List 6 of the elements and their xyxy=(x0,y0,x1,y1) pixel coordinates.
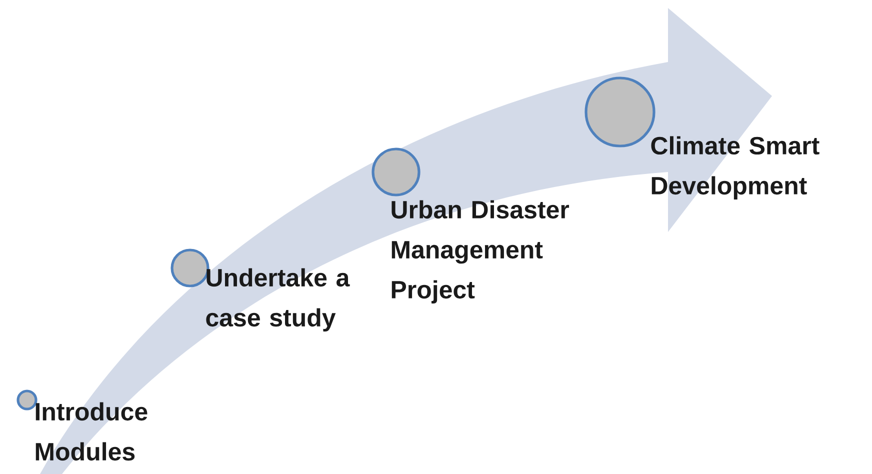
step-label: Undertake a case study xyxy=(206,268,350,332)
step-circle xyxy=(16,390,38,410)
step-label: Introduce Modules xyxy=(36,402,148,461)
step-label: Urban Disaster Management Project xyxy=(392,200,570,304)
step-label: Climate Smart Development xyxy=(651,136,820,200)
step-circle xyxy=(372,148,420,196)
